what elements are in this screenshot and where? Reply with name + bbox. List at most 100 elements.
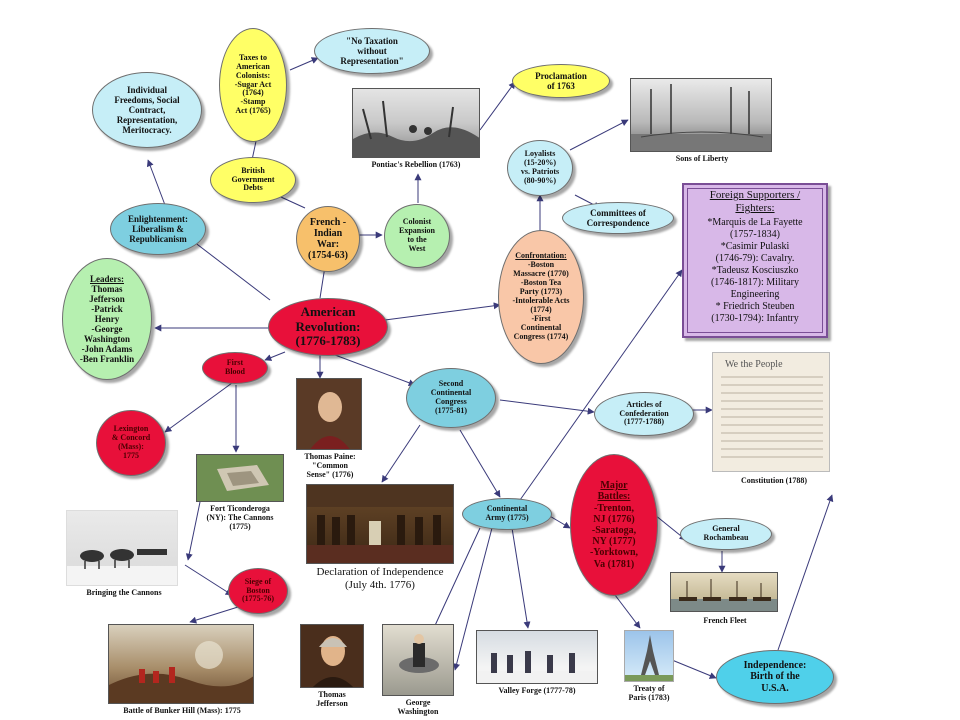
fort-ticonderoga-caption: Fort Ticonderoga (NY): The Cannons (1775… [206, 504, 274, 532]
node-french-indian-war[interactable]: French - Indian War: (1754-63) [296, 206, 360, 272]
edge-firstblood-lexington [164, 382, 233, 433]
treaty-paris-image [624, 630, 674, 682]
declaration-caption: Declaration of Independence (July 4th. 1… [316, 566, 444, 591]
edge-enlightenment-freedoms [146, 159, 166, 206]
node-confrontation[interactable]: Confrontation: -Boston Massacre (1770) -… [498, 230, 584, 364]
bringing-cannons-image [66, 510, 178, 586]
pontiac-rebellion-image [352, 88, 480, 158]
edge-revolution-congress [334, 354, 416, 387]
node-independence[interactable]: Independence: Birth of the U.S.A. [716, 650, 834, 704]
node-major-battles[interactable]: Major Battles: -Trenton, NJ (1776) -Sara… [570, 454, 658, 596]
node-american-revolution-label: American Revolution: (1776-1783) [295, 304, 361, 349]
edge-ticonderoga-bringing [185, 501, 201, 561]
edge-siege-bunker [189, 606, 239, 624]
node-lexington[interactable]: Lexington & Concord (Mass): 1775 [96, 410, 166, 476]
node-siege-boston[interactable]: Siege of Boston (1775-76) [228, 568, 288, 614]
node-continental-army[interactable]: Continental Army (1775) [462, 498, 552, 530]
node-loyalists[interactable]: Loyalists (15-20%) vs. Patriots (80-90%) [507, 140, 573, 196]
node-second-congress[interactable]: Second Continental Congress (1775-81) [406, 368, 496, 428]
foreign-supporters-box[interactable]: Foreign Supporters / Fighters: *Marquis … [682, 183, 828, 338]
edge-army-foreign [519, 269, 683, 501]
edge-bringing-siege [184, 564, 233, 596]
valley-forge-caption: Valley Forge (1777-78) [498, 686, 576, 695]
declaration-image [306, 484, 454, 564]
node-first-blood[interactable]: First Blood [202, 352, 268, 384]
george-washington-caption: George Washington [397, 698, 439, 717]
node-british-debts[interactable]: British Government Debts [210, 157, 296, 203]
edge-battles-treaty [614, 594, 641, 629]
node-leaders-body: Thomas Jefferson -Patrick Henry -George … [79, 283, 135, 365]
edge-army-jefferson [431, 527, 481, 633]
node-committees-label: Committees of Correspondence [586, 207, 650, 228]
node-individual-freedoms-label: Individual Freedoms, Social Contract, Re… [114, 84, 180, 136]
node-colonist-expansion-label: Colonist Expansion to the West [398, 217, 436, 253]
node-major-battles-body: -Trenton, NJ (1776) -Saratoga, NY (1777)… [589, 502, 639, 570]
node-continental-army-label: Continental Army (1775) [485, 504, 529, 522]
node-no-taxation-label: "No Taxation without Representation" [340, 35, 404, 67]
thomas-paine-image [296, 378, 362, 450]
edge-congress-articles [499, 399, 595, 415]
node-confrontation-body: -Boston Massacre (1770) -Boston Tea Part… [512, 260, 570, 341]
node-rochambeau-label: General Rochambeau [703, 524, 749, 542]
pontiac-rebellion-caption: Pontiac's Rebellion (1763) [371, 160, 461, 169]
node-leaders[interactable]: Leaders: Thomas Jefferson -Patrick Henry… [62, 258, 152, 380]
edge-revolution-enlightenment [184, 234, 271, 301]
node-independence-label: Independence: Birth of the U.S.A. [743, 660, 807, 694]
edge-treaty-independence [671, 659, 717, 679]
french-fleet-image [670, 572, 778, 612]
node-proclamation-label: Proclamation of 1763 [535, 70, 587, 91]
node-siege-boston-label: Siege of Boston (1775-76) [242, 576, 274, 604]
george-washington-image [382, 624, 454, 696]
node-loyalists-label: Loyalists (15-20%) vs. Patriots (80-90%) [520, 149, 560, 185]
thomas-jefferson-image [300, 624, 364, 688]
node-individual-freedoms[interactable]: Individual Freedoms, Social Contract, Re… [92, 72, 202, 148]
node-colonist-expansion[interactable]: Colonist Expansion to the West [384, 204, 450, 268]
edge-loyalists-sons [569, 119, 629, 151]
node-american-revolution[interactable]: American Revolution: (1776-1783) [268, 298, 388, 356]
valley-forge-image [476, 630, 598, 684]
edge-congress-army [459, 429, 501, 498]
node-rochambeau[interactable]: General Rochambeau [680, 518, 772, 550]
node-articles[interactable]: Articles of Confederation (1777-1788) [594, 392, 694, 436]
foreign-supporters-body: *Marquis de La Fayette (1757-1834) *Casi… [707, 217, 803, 325]
constitution-caption: Constitution (1788) [740, 476, 807, 485]
treaty-paris-caption: Treaty of Paris (1783) [628, 684, 670, 703]
thomas-paine-caption: Thomas Paine: "Common Sense" (1776) [304, 452, 356, 480]
thomas-jefferson-caption: Thomas Jefferson [316, 690, 348, 709]
bunker-hill-image [108, 624, 254, 704]
bringing-cannons-caption: Bringing the Cannons [86, 588, 162, 597]
node-no-taxation[interactable]: "No Taxation without Representation" [314, 28, 430, 74]
node-enlightenment[interactable]: Enlightenment: Liberalism & Republicanis… [110, 203, 206, 255]
edge-revolution-firstblood [264, 351, 286, 361]
node-leaders-title: Leaders: [90, 273, 124, 284]
french-fleet-caption: French Fleet [703, 616, 747, 625]
edge-pontiac-proclamation [479, 81, 516, 131]
sons-of-liberty-image [630, 78, 772, 152]
constitution-image: We the People [712, 352, 830, 472]
node-committees[interactable]: Committees of Correspondence [562, 202, 674, 234]
node-taxes[interactable]: Taxes to American Colonists: -Sugar Act … [219, 28, 287, 142]
sons-of-liberty-caption: Sons of Liberty [675, 154, 729, 163]
node-lexington-label: Lexington & Concord (Mass): 1775 [111, 424, 151, 460]
node-taxes-label: Taxes to American Colonists: -Sugar Act … [234, 52, 272, 116]
edge-revolution-confrontation [384, 302, 501, 321]
node-british-debts-label: British Government Debts [231, 165, 275, 193]
svg-text:We the People: We the People [725, 359, 783, 370]
edge-army-valleyforge [511, 527, 531, 629]
node-first-blood-label: First Blood [224, 358, 245, 376]
edge-independence-constitution [777, 494, 834, 651]
bunker-hill-caption: Battle of Bunker Hill (Mass): 1775 [123, 706, 241, 715]
node-french-indian-war-label: French - Indian War: (1754-63) [308, 216, 348, 262]
node-second-congress-label: Second Continental Congress (1775-81) [430, 379, 472, 415]
edge-taxes-notax [289, 57, 319, 71]
node-enlightenment-label: Enlightenment: Liberalism & Republicanis… [127, 213, 188, 245]
edge-congress-declaration [381, 424, 421, 483]
foreign-supporters-title: Foreign Supporters / Fighters: [709, 189, 801, 215]
node-confrontation-title: Confrontation: [515, 251, 567, 261]
node-proclamation[interactable]: Proclamation of 1763 [512, 64, 610, 98]
edge-army-battles [547, 514, 571, 529]
fort-ticonderoga-image [196, 454, 284, 502]
edge-army-washington [453, 527, 493, 671]
node-articles-label: Articles of Confederation (1777-1788) [619, 399, 669, 427]
